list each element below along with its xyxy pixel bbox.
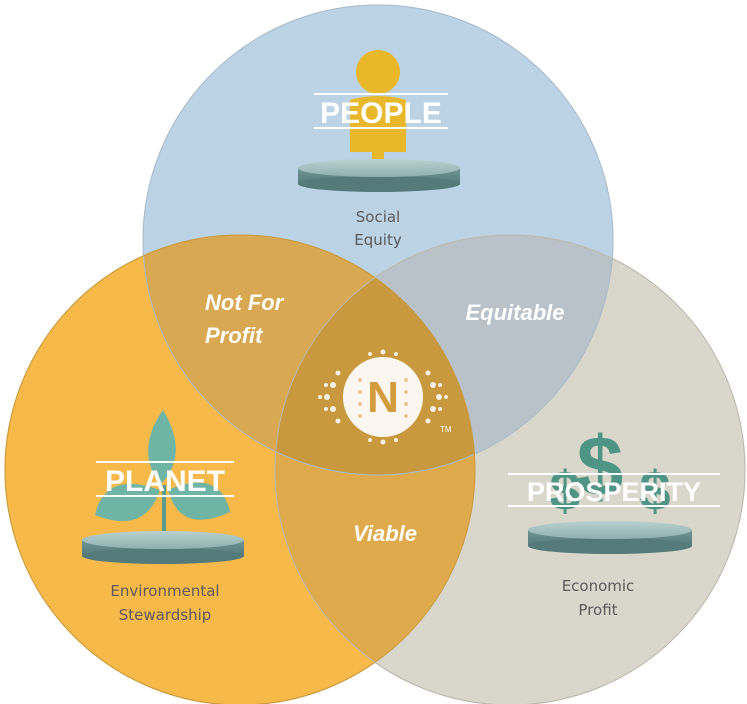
people-subtitle-line1: Social xyxy=(356,208,400,226)
planet-title-band xyxy=(96,461,234,497)
leaf-icon xyxy=(95,410,230,540)
center-overlap xyxy=(275,235,475,475)
prosperity-subtitle-line1: Economic xyxy=(562,577,635,595)
overlap-label-viable: Viable xyxy=(353,521,417,546)
prosperity-title-band xyxy=(508,473,720,507)
overlap-label-equitable: Equitable xyxy=(465,300,564,325)
logo-icon: N TM xyxy=(318,349,452,445)
people-subtitle-line2: Equity xyxy=(354,231,402,249)
trademark-mark: TM xyxy=(440,425,452,434)
prosperity-pedestal xyxy=(528,521,692,554)
prosperity-title: PROSPERITY xyxy=(527,477,701,507)
overlap-label-not-for-profit-line1: Not For xyxy=(205,290,285,315)
prosperity-subtitle-line2: Profit xyxy=(578,601,617,619)
people-title-band xyxy=(314,93,448,129)
svg-text:$: $ xyxy=(549,459,580,522)
overlap-label-not-for-profit-line2: Profit xyxy=(205,323,264,348)
planet-subtitle-line2: Stewardship xyxy=(119,606,212,624)
planet-subtitle-line1: Environmental xyxy=(110,582,219,600)
planet-title: PLANET xyxy=(105,465,225,498)
people-pedestal xyxy=(298,159,460,192)
svg-text:$: $ xyxy=(577,419,624,513)
people-title: PEOPLE xyxy=(320,97,442,130)
planet-pedestal xyxy=(82,531,244,564)
dollar-icon: $ $ $ xyxy=(549,419,670,522)
svg-text:$: $ xyxy=(639,459,670,522)
person-icon xyxy=(350,50,406,175)
svg-text:N: N xyxy=(367,373,399,422)
